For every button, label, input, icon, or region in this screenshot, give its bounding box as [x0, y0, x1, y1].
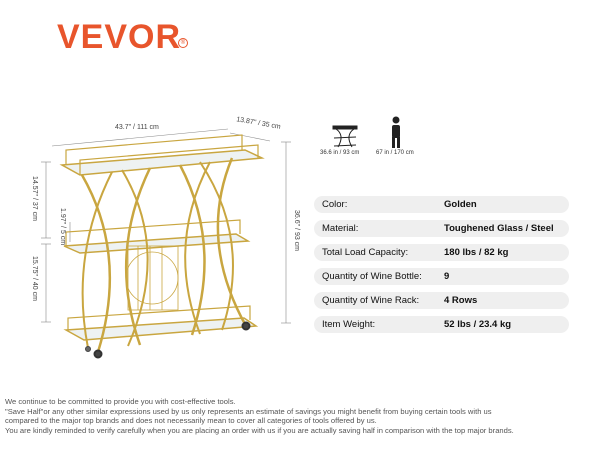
spec-label: Total Load Capacity: [322, 247, 409, 258]
spec-row-color: Color: Golden [314, 196, 569, 213]
spec-row-wine-bottles: Quantity of Wine Bottle: 9 [314, 268, 569, 285]
spec-label: Color: [322, 199, 348, 210]
cart-scale-icon [332, 125, 358, 148]
disclaimer-line: You are kindly reminded to verify carefu… [5, 425, 514, 435]
height-label: 36.6" / 93 cm [293, 210, 300, 252]
rail-height-label: 1.97" / 5 cm [59, 208, 66, 246]
spec-value: 4 Rows [444, 295, 478, 306]
dimension-lines [41, 128, 291, 324]
disclaimer: We continue to be committed to provide y… [5, 397, 597, 435]
disclaimer-line: We continue to be committed to provide y… [5, 397, 236, 406]
spec-row-item-weight: Item Weight: 52 lbs / 23.4 kg [314, 316, 569, 333]
spec-table: Color: Golden Material: Toughened Glass … [314, 196, 569, 340]
spec-row-material: Material: Toughened Glass / Steel [314, 220, 569, 237]
spec-row-load-capacity: Total Load Capacity: 180 lbs / 82 kg [314, 244, 569, 261]
lower-gap-label: 15.75" / 40 cm [31, 256, 38, 301]
spec-row-wine-rack: Quantity of Wine Rack: 4 Rows [314, 292, 569, 309]
person-scale-icon [392, 116, 400, 148]
brand-logo: VEVOR [57, 18, 182, 56]
spec-label: Material: [322, 223, 359, 234]
disclaimer-line: "Save Half"or any other similar expressi… [5, 406, 492, 416]
disclaimer-line: compared to the major top brands and doe… [5, 416, 377, 426]
cart-scale-label: 36.6 in / 93 cm [320, 150, 360, 156]
bar-cart [59, 134, 265, 359]
spec-value: 52 lbs / 23.4 kg [444, 319, 512, 330]
width-label: 43.7" / 111 cm [115, 124, 159, 131]
top-gap-label: 14.57" / 37 cm [31, 176, 38, 221]
spec-label: Quantity of Wine Rack: [322, 295, 420, 306]
spec-value: 180 lbs / 82 kg [444, 247, 509, 258]
spec-value: Toughened Glass / Steel [444, 223, 554, 234]
spec-label: Item Weight: [322, 319, 376, 330]
person-scale-label: 67 in / 170 cm [376, 150, 414, 156]
spec-label: Quantity of Wine Bottle: [322, 271, 422, 282]
spec-value: Golden [444, 199, 477, 210]
registered-mark: ® [178, 38, 188, 48]
spec-value: 9 [444, 271, 450, 282]
